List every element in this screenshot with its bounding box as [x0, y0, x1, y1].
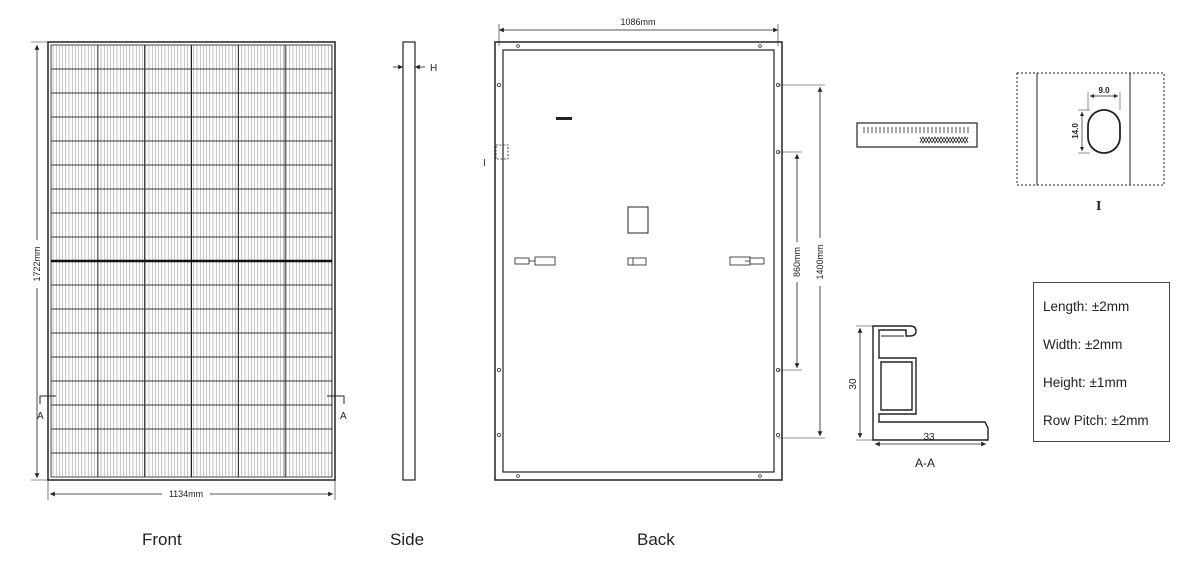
section-mark-right: A	[340, 411, 347, 422]
mount-outer-label: 1400mm	[815, 244, 825, 279]
cable-connector-right	[729, 256, 765, 266]
detail-i-view: 9.0 14.0 I	[1016, 72, 1165, 214]
side-view: H	[393, 41, 437, 481]
profile-height-label: 30	[848, 378, 859, 390]
cable-connector-left	[514, 256, 556, 266]
section-mark-right-line	[327, 395, 345, 404]
front-width-label-bg	[162, 488, 210, 500]
back-label-strip	[556, 117, 572, 120]
detail-marker-box	[495, 144, 509, 160]
section-aa-view: 30 33 A-A	[848, 325, 989, 470]
front-view: 1722mm 1134mm A A	[30, 41, 347, 500]
tolerance-row-pitch: Row Pitch: ±2mm	[1043, 413, 1149, 428]
back-width-label: 1086mm	[620, 17, 655, 27]
side-thickness-label: H	[430, 63, 437, 74]
front-cell-grid	[51, 45, 332, 477]
detail-i-label: I	[1096, 199, 1101, 214]
slot-height-label: 14.0	[1071, 123, 1080, 139]
slot-width-label: 9.0	[1098, 86, 1110, 95]
mount-inner-label: 860mm	[792, 247, 802, 277]
mount-outer-label-bg	[812, 238, 826, 286]
section-mark-left: A	[37, 411, 44, 422]
frame-edge-detail	[856, 122, 978, 148]
back-view: I 1086mm 860mm 1400mm	[483, 17, 826, 481]
tolerance-box: Length: ±2mm Width: ±2mm Height: ±1mm Ro…	[1033, 282, 1170, 442]
section-aa-label: A-A	[915, 456, 935, 470]
front-view-caption: Front	[142, 530, 182, 549]
frame-profile	[872, 325, 989, 441]
detail-i-border	[1016, 72, 1165, 186]
back-panel-inner-frame	[502, 49, 775, 473]
detail-marker-label: I	[483, 158, 486, 169]
junction-box	[627, 206, 649, 234]
front-height-label: 1722mm	[32, 246, 42, 281]
mount-inner-label-bg	[789, 242, 803, 282]
side-view-caption: Side	[390, 530, 425, 549]
tolerance-length: Length: ±2mm	[1043, 299, 1130, 314]
mounting-slot	[1087, 109, 1121, 154]
tolerance-height: Height: ±1mm	[1043, 375, 1127, 390]
back-frame-holes	[496, 44, 781, 478]
cable-connector-center	[627, 257, 647, 266]
side-panel-profile	[402, 41, 416, 481]
tolerance-width: Width: ±2mm	[1043, 337, 1123, 352]
front-width-label: 1134mm	[169, 489, 203, 499]
back-view-caption: Back	[637, 530, 675, 549]
section-mark-left-line	[39, 395, 56, 404]
profile-width-label: 33	[923, 432, 935, 443]
front-height-label-bg	[30, 240, 44, 288]
